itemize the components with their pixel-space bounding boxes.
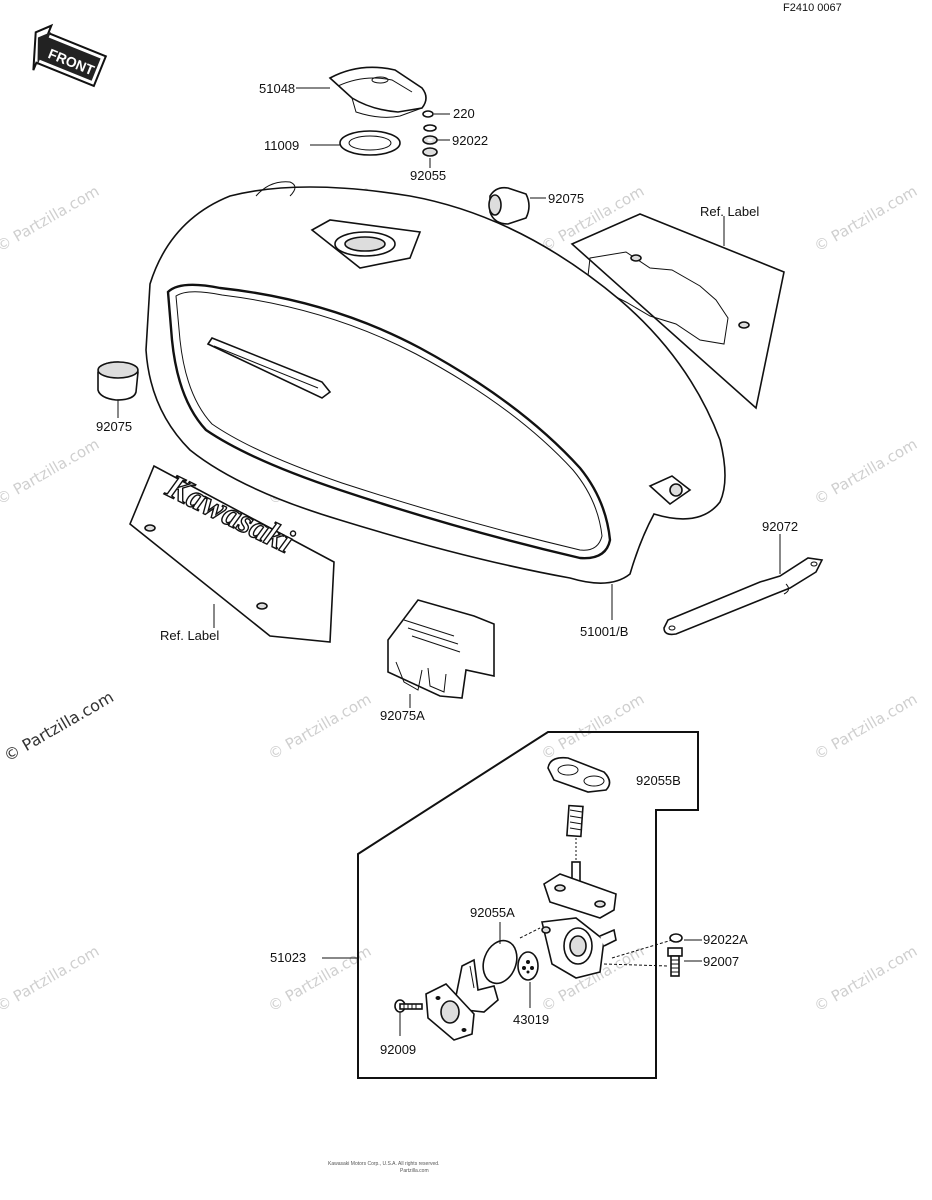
washer-92022A [669,933,683,943]
lever-and-cover [425,958,499,1041]
part-number-11009: 11009 [264,138,299,153]
part-number-92072: 92072 [762,519,798,534]
assembly-frame-51023 [357,731,699,1079]
part-number-92007: 92007 [703,954,739,969]
watermark: © Partzilla.com [811,690,920,763]
watermark: © Partzilla.com [0,435,102,508]
gasket-92055B [547,756,611,793]
ref-label-text-left: Ref. Label [160,628,219,643]
part-number-92022: 92022 [452,133,488,148]
watermark: © Partzilla.com [0,182,102,255]
ref-label-text-right: Ref. Label [700,204,759,219]
fuel-cap-51048 [328,66,427,118]
part-number-92075-top: 92075 [548,191,584,206]
diagram-code: F2410 0067 [783,2,842,14]
damper-rubber-92075-left [97,361,139,401]
watermark: © Partzilla.com [0,942,102,1015]
filter-disc-43019 [517,951,539,981]
damper-rubber-92075-top [488,186,530,225]
part-number-92075-left: 92075 [96,419,132,434]
leader-line [603,963,669,967]
watermark: © Partzilla.com [538,690,647,763]
watermark: © Partzilla.com [811,942,920,1015]
part-number-92022A: 92022A [703,932,748,947]
watermark: © Partzilla.com [811,435,920,508]
screw-92009 [394,999,423,1013]
part-number-92075A: 92075A [380,708,425,723]
watermark-dark: © Partzilla.com [1,687,117,765]
o-ring-92055A [482,939,518,985]
part-number-51048: 51048 [259,81,295,96]
bolt-92007 [667,947,683,977]
fuel-cock-assembly [541,804,617,979]
part-number-51023: 51023 [270,950,306,965]
gasket-11009 [339,130,401,156]
watermark: © Partzilla.com [265,690,374,763]
leader-line [611,939,673,959]
leader-line [519,927,541,939]
front-badge: FRONT [32,23,108,88]
footer-line-1: Kawasaki Motors Corp., U.S.A. All rights… [328,1161,439,1167]
part-number-92009: 92009 [380,1042,416,1057]
fuel-tank-51001 [145,181,726,584]
part-number-220: 220 [453,106,475,121]
damper-92075A [387,599,495,699]
bracket-92072 [663,557,824,636]
part-number-43019: 43019 [513,1012,549,1027]
washer-stack [422,124,438,157]
watermark: © Partzilla.com [811,182,920,255]
part-number-92055: 92055 [410,168,446,183]
part-number-92055B: 92055B [636,773,681,788]
washer-220 [422,110,434,118]
footer-line-2: Partzilla.com [400,1168,429,1174]
part-number-51001: 51001/B [580,624,628,639]
part-number-92055A: 92055A [470,905,515,920]
